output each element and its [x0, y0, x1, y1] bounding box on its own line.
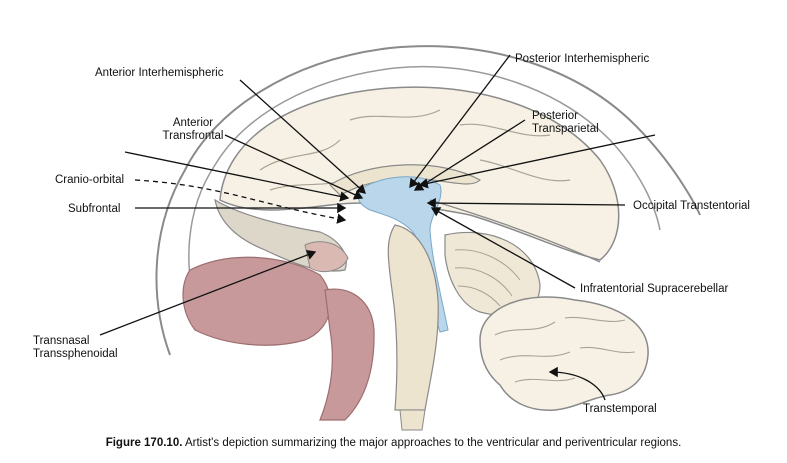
pointer-transtemporal	[548, 366, 606, 401]
pointer-transnasal	[99, 249, 317, 336]
pointer-anterior-transfrontal	[224, 134, 364, 200]
sella-region	[304, 241, 349, 273]
pointer-posterior-transparietal-2	[418, 134, 656, 189]
pointer-posterior-interhemispheric	[409, 54, 511, 189]
label-transnasal-line1: Transnasal	[33, 335, 89, 347]
skull-outline	[188, 65, 661, 321]
label-transtemporal: Transtemporal	[583, 403, 657, 415]
pointer-anterior-interhemispheric	[239, 79, 366, 194]
gyri-lines	[259, 109, 571, 191]
label-anterior-transfrontal-line1: Anterior	[173, 117, 213, 129]
pointer-anterior-transfrontal-2	[124, 151, 350, 202]
pointer-posterior-transparietal	[413, 119, 526, 191]
approach-pointers	[99, 54, 656, 401]
label-anterior-transfrontal-line2: Transfrontal	[163, 130, 224, 142]
nasal-tissue	[182, 256, 332, 346]
label-cranio-orbital: Cranio-orbital	[55, 174, 124, 186]
ventricular-system	[357, 176, 449, 333]
cerebellar-folia	[454, 249, 521, 307]
label-posterior-interhemispheric: Posterior Interhemispheric	[515, 53, 649, 65]
pointer-cranio-orbital	[134, 179, 347, 224]
caption-text: Artist's depiction summarizing the major…	[182, 437, 682, 449]
label-subfrontal: Subfrontal	[68, 203, 120, 215]
pharynx-tissue	[319, 288, 375, 421]
figure-caption: Figure 170.10. Artist's depiction summar…	[0, 437, 787, 449]
approach-labels: Anterior Interhemispheric Anterior Trans…	[33, 53, 750, 415]
label-posterior-transparietal-line1: Posterior	[532, 110, 578, 122]
tentorium	[429, 199, 601, 263]
head-illustration	[155, 45, 701, 431]
figure-number: Figure 170.10.	[105, 437, 183, 449]
lateral-brain-inset	[479, 296, 649, 411]
spinal-cord	[399, 409, 426, 431]
label-infratentorial-supracerebellar: Infratentorial Supracerebellar	[580, 283, 728, 295]
pointer-occipital-transtentorial	[426, 197, 626, 209]
label-anterior-interhemispheric: Anterior Interhemispheric	[95, 67, 224, 79]
label-posterior-transparietal-line2: Transparietal	[532, 123, 599, 135]
pointer-infratentorial-supracerebellar	[430, 207, 576, 289]
scalp-outline	[155, 45, 701, 356]
label-occipital-transtentorial: Occipital Transtentorial	[633, 200, 750, 212]
label-transnasal-line2: Transsphenoidal	[33, 348, 118, 360]
